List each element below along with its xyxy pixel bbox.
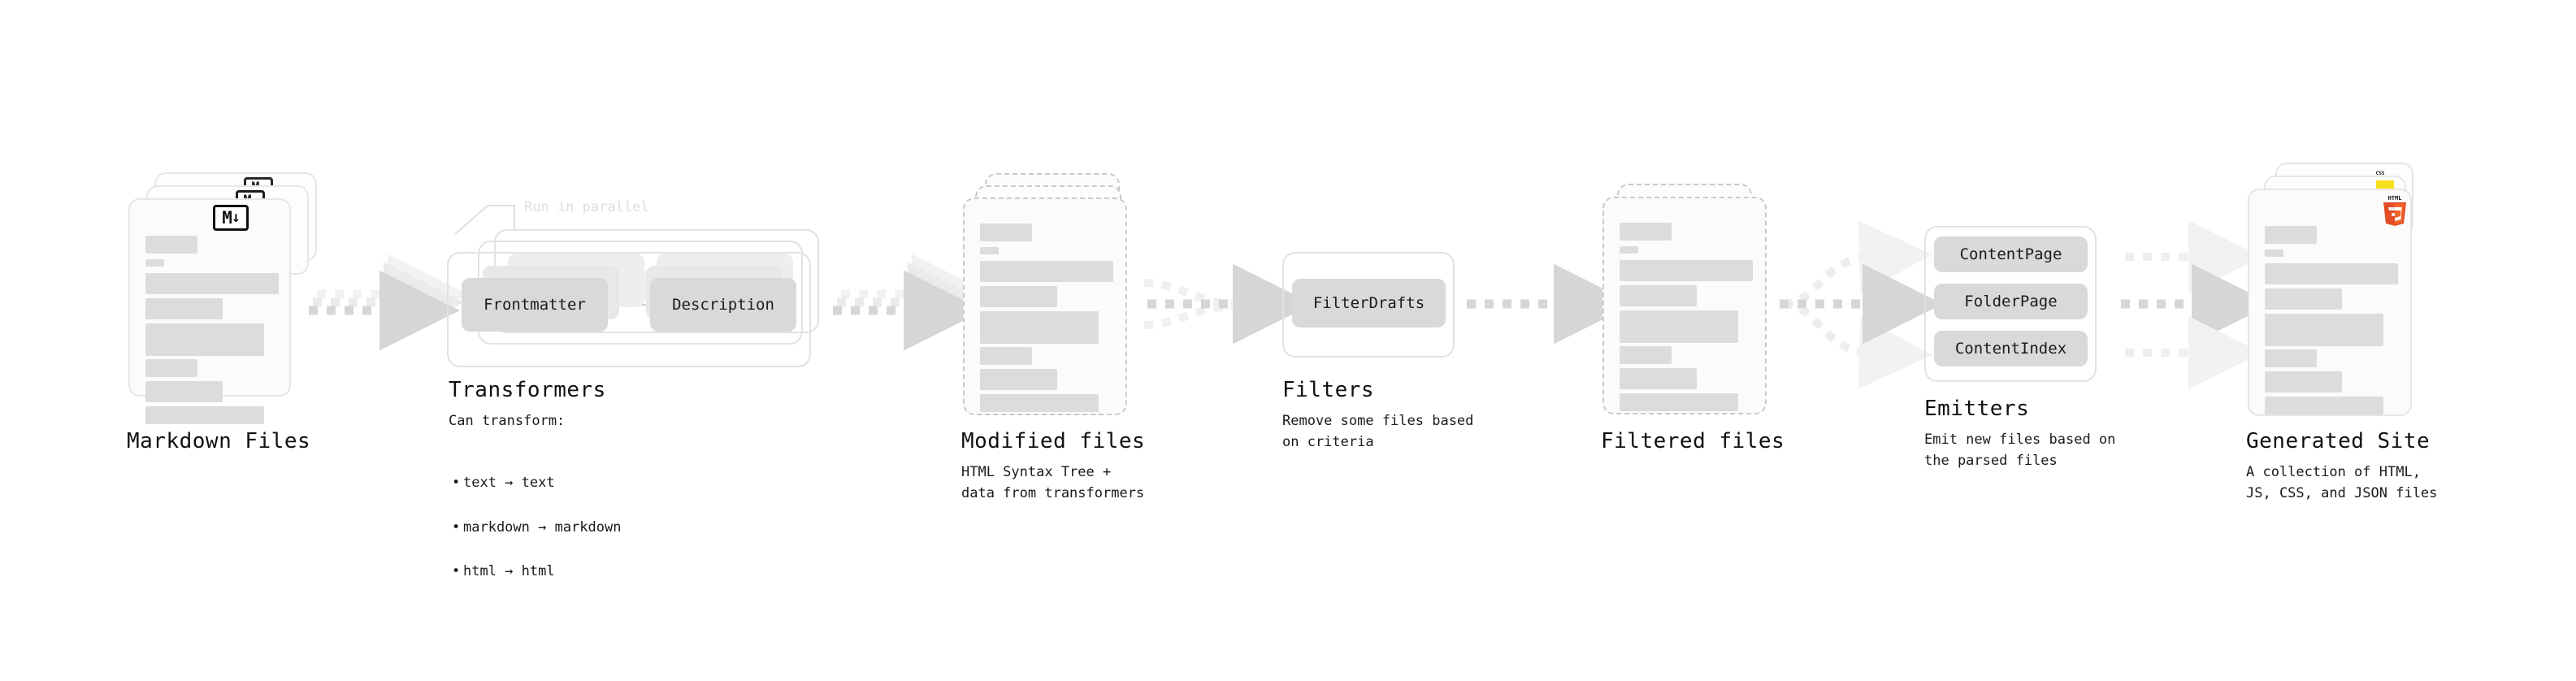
skeleton-bar <box>1620 223 1672 241</box>
markdown-icon-letter-front: M <box>222 207 232 228</box>
transformer-chip-frontmatter[interactable]: Frontmatter <box>462 278 608 332</box>
skeleton-bar <box>980 369 1057 390</box>
skeleton-bar <box>980 261 1113 282</box>
skeleton-bar <box>1620 393 1738 411</box>
skeleton-bar <box>1620 310 1738 343</box>
transformers-bullet-item: text → text <box>449 472 621 494</box>
skeleton-bar <box>2265 288 2342 310</box>
stage-title-modified-files: Modified files <box>961 429 1146 453</box>
transformers-subtitle: Can transform: <box>449 413 566 429</box>
skeleton-bar <box>2265 371 2342 393</box>
skeleton-bar <box>1620 285 1697 306</box>
stage-title-transformers: Transformers <box>449 378 606 402</box>
html5-icon: HTML <box>2381 193 2409 231</box>
emitter-chip-folderpage[interactable]: FolderPage <box>1934 284 2088 319</box>
emitter-chip-contentpage[interactable]: ContentPage <box>1934 236 2088 272</box>
skeleton-bar <box>1620 260 1753 281</box>
filter-chip-filterdrafts[interactable]: FilterDrafts <box>1292 279 1446 327</box>
skeleton-bar <box>980 286 1057 307</box>
filters-subtitle: Remove some files based on criteria <box>1282 413 1474 451</box>
filters-group[interactable] <box>1282 252 1455 358</box>
skeleton-bar <box>2265 314 2383 346</box>
flow-filtered-to-emitters <box>1780 220 1943 389</box>
skeleton-bar <box>2265 397 2383 414</box>
stage-title-emitters: Emitters <box>1924 397 2030 421</box>
modified-files-subtitle: HTML Syntax Tree + data from transformer… <box>961 464 1145 502</box>
modified-card-front[interactable] <box>963 197 1127 415</box>
skeleton-bar <box>980 247 999 254</box>
skeleton-bar <box>2265 263 2398 284</box>
transformers-bullets: text → text markdown → markdown html → h… <box>449 428 621 627</box>
transformer-group-front[interactable] <box>447 252 811 367</box>
skeleton-bar <box>2265 226 2317 244</box>
skeleton-bar <box>145 298 223 319</box>
emitters-group[interactable] <box>1924 226 2097 382</box>
skeleton-bar <box>1620 346 1672 364</box>
skeleton-bar <box>1620 246 1638 254</box>
skeleton-bar <box>145 273 279 294</box>
skeleton-bar <box>980 347 1032 365</box>
site-card-front[interactable] <box>2248 189 2412 416</box>
markdown-card-front[interactable] <box>128 198 291 424</box>
skeleton-bar <box>145 236 197 254</box>
skeleton-bar <box>145 381 223 402</box>
svg-text:HTML: HTML <box>2388 195 2402 202</box>
skeleton-bar <box>145 323 264 356</box>
emitters-subtitle: Emit new files based on the parsed files <box>1924 432 2116 470</box>
markdown-icon: M↓ <box>213 205 249 231</box>
stage-title-generated-site: Generated Site <box>2246 429 2431 453</box>
skeleton-bar <box>980 223 1032 241</box>
skeleton-bar <box>980 311 1099 344</box>
flow-transformers-to-modified <box>833 254 992 351</box>
filtered-card-front[interactable] <box>1602 197 1767 414</box>
emitter-chip-contentindex[interactable]: ContentIndex <box>1934 331 2088 367</box>
transformer-chip-description[interactable]: Description <box>650 278 796 332</box>
skeleton-bar <box>2265 249 2283 257</box>
skeleton-bar <box>145 259 164 267</box>
run-in-parallel-label: Run in parallel <box>524 199 649 215</box>
skeleton-bar <box>980 394 1099 412</box>
transformers-bullet-item: html → html <box>449 561 621 583</box>
svg-text:CSS: CSS <box>2376 171 2385 176</box>
flow-emitters-to-site <box>2121 220 2272 389</box>
stage-title-filters: Filters <box>1282 378 1375 402</box>
flow-markdown-to-transformers <box>309 254 468 351</box>
skeleton-bar <box>1620 368 1697 389</box>
flow-modified-to-filters <box>1143 263 1313 345</box>
skeleton-bar <box>145 359 197 377</box>
generated-site-subtitle: A collection of HTML, JS, CSS, and JSON … <box>2246 464 2438 502</box>
transformers-bullet-item: markdown → markdown <box>449 517 621 539</box>
stage-title-filtered-files: Filtered files <box>1601 429 1785 453</box>
stage-title-markdown-files: Markdown Files <box>127 429 311 453</box>
skeleton-bar <box>2265 349 2317 367</box>
skeleton-bar <box>145 406 264 424</box>
